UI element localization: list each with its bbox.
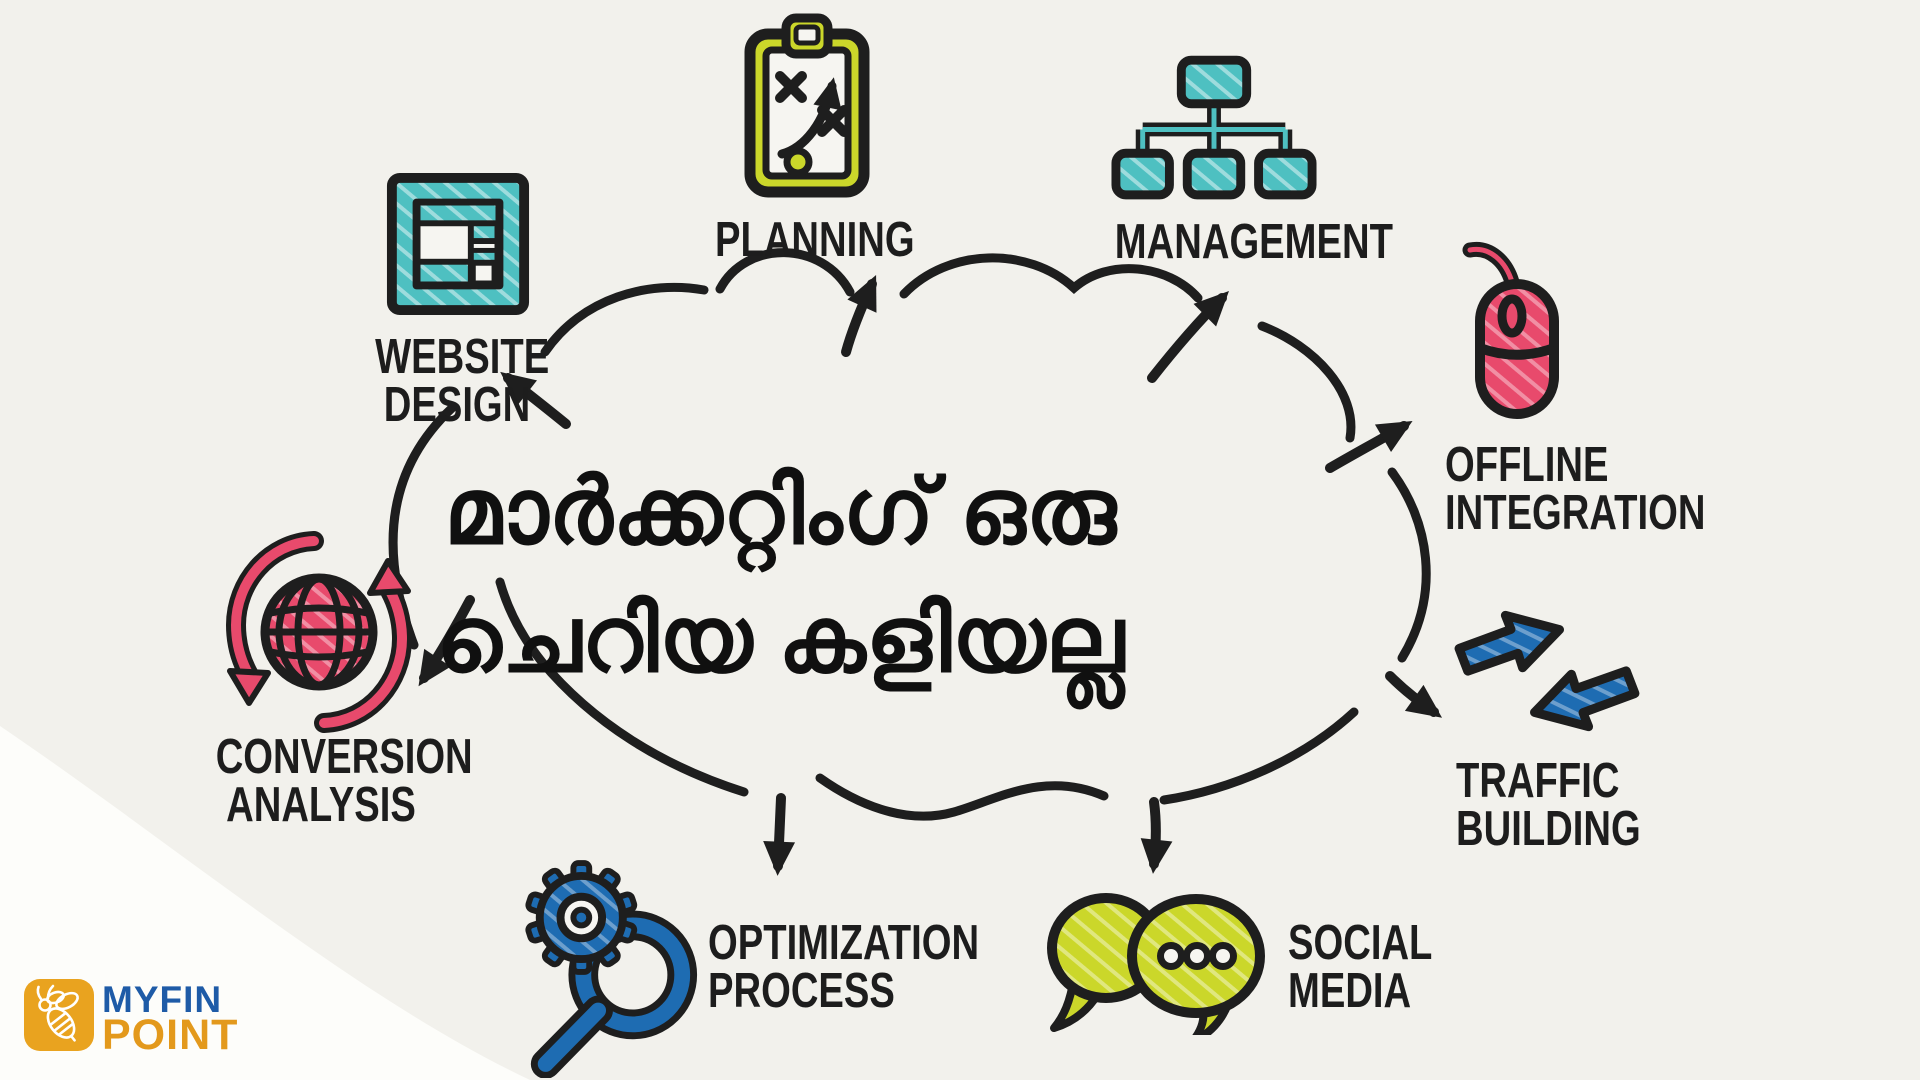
strategy-clipboard-icon bbox=[744, 13, 870, 198]
node-traffic-building: TRAFFIC BUILDING bbox=[1456, 754, 1693, 856]
node-label: OFFLINE bbox=[1445, 438, 1609, 492]
cloud-arc-top-left-2 bbox=[715, 248, 855, 297]
arrow-to-social-media bbox=[1140, 797, 1173, 874]
arrow-to-management bbox=[1147, 291, 1229, 383]
node-label: INTEGRATION bbox=[1445, 486, 1706, 540]
cloud-arc-right-lower bbox=[1387, 467, 1431, 663]
arrow-to-optimization-process bbox=[763, 793, 796, 876]
node-planning: PLANNING bbox=[688, 213, 933, 267]
browser-window-icon bbox=[386, 172, 530, 316]
node-label: SOCIAL bbox=[1288, 916, 1433, 970]
node-offline-integration: OFFLINE INTEGRATION bbox=[1445, 438, 1779, 540]
node-label: MEDIA bbox=[1288, 964, 1412, 1018]
chat-bubbles-icon bbox=[1047, 893, 1265, 1035]
cloud-arc-top-right bbox=[899, 253, 1203, 303]
node-conversion-analysis: CONVERSION ANALYSIS bbox=[186, 730, 473, 832]
org-chart-icon bbox=[1111, 55, 1317, 200]
arrow-to-website-design bbox=[500, 371, 571, 429]
node-label: CONVERSION bbox=[215, 730, 473, 784]
double-arrows-icon bbox=[1454, 610, 1640, 732]
headline-line-2: ചെറിയ കളിയല്ല bbox=[435, 589, 1125, 691]
node-label: TRAFFIC bbox=[1456, 754, 1620, 808]
node-label: WEBSITE bbox=[375, 330, 550, 384]
bee-icon bbox=[24, 979, 94, 1051]
node-label: ANALYSIS bbox=[226, 778, 416, 832]
node-label: DESIGN bbox=[383, 378, 531, 432]
globe-sync-arrows-icon bbox=[225, 531, 413, 733]
node-website-design: WEBSITE DESIGN bbox=[352, 330, 562, 432]
central-headline: മാർക്കറ്റിംഗ് ഒരു ചെറിയ കളിയല്ല bbox=[380, 448, 1180, 704]
cloud-arc-bottom-right bbox=[1159, 707, 1359, 805]
node-label: MANAGEMENT bbox=[1114, 215, 1393, 269]
node-label: OPTIMIZATION bbox=[708, 916, 980, 970]
brand-logo: MYFIN POINT bbox=[102, 979, 239, 1059]
gear-magnifier-icon bbox=[525, 860, 698, 1078]
cloud-arc-bottom-left bbox=[495, 577, 749, 797]
headline-line-1: മാർക്കറ്റിംഗ് ഒരു bbox=[443, 461, 1117, 563]
node-social-media: SOCIAL MEDIA bbox=[1288, 916, 1473, 1018]
node-label: PLANNING bbox=[714, 213, 915, 267]
node-label: PROCESS bbox=[708, 964, 895, 1018]
cloud-arc-bottom-middle bbox=[815, 773, 1109, 821]
radiating-arrows bbox=[418, 275, 1443, 876]
arrow-to-conversion-analysis bbox=[418, 595, 475, 687]
arrow-to-planning bbox=[841, 275, 877, 357]
node-label: BUILDING bbox=[1456, 802, 1641, 856]
cloud-arc-top-left-1 bbox=[540, 282, 709, 357]
cloud-arc-right-upper bbox=[1257, 321, 1356, 443]
cloud-outline bbox=[388, 248, 1431, 821]
arrow-to-traffic-building bbox=[1385, 671, 1443, 718]
brand-name-bottom: POINT bbox=[102, 1011, 239, 1059]
arrow-to-offline-integration bbox=[1325, 421, 1413, 473]
node-management: MANAGEMENT bbox=[1084, 215, 1393, 269]
brand-name-top: MYFIN bbox=[102, 979, 223, 1020]
computer-mouse-icon bbox=[1462, 241, 1559, 419]
node-optimization-process: OPTIMIZATION PROCESS bbox=[708, 916, 1056, 1018]
